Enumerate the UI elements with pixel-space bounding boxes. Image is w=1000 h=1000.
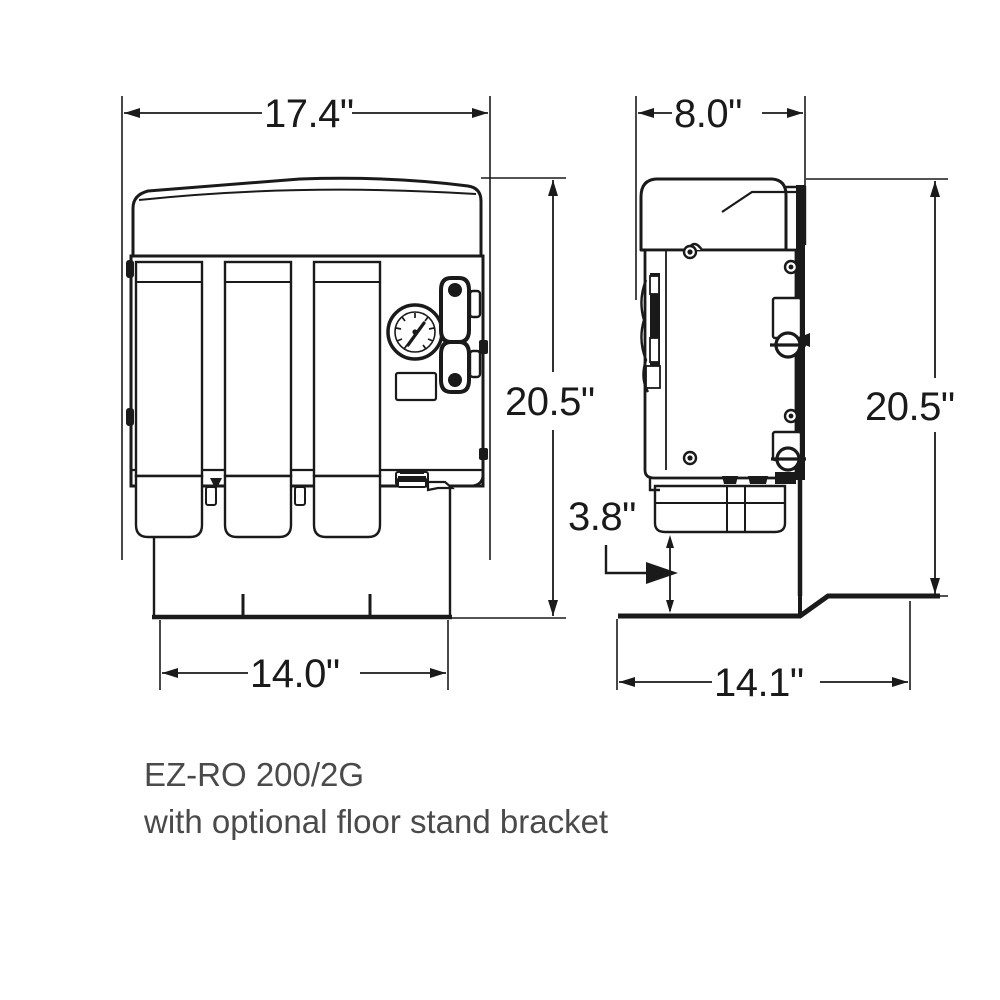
gauge-hub xyxy=(412,329,418,335)
side-top-cover xyxy=(639,177,788,252)
side-mounting-screw-bottom xyxy=(682,450,698,466)
dim-front-height: 20.5" xyxy=(505,380,595,424)
pressure-gauge xyxy=(386,303,444,361)
side-port-fitting-lower xyxy=(771,430,806,472)
front-drain-fitting xyxy=(395,470,455,492)
side-base-width-dimension: 14.1" xyxy=(616,601,911,705)
valve-handle-lower[interactable] xyxy=(439,340,471,394)
front-top-cover xyxy=(131,176,483,258)
valve-handle-upper[interactable] xyxy=(439,276,471,344)
dim-front-base-width: 14.0" xyxy=(250,652,340,696)
side-cover-seam xyxy=(721,190,805,213)
side-port-fitting-upper xyxy=(770,296,810,359)
canister-bottom-fittings xyxy=(205,478,306,506)
clearance-leader-line xyxy=(604,545,650,575)
side-width-dimension-line xyxy=(638,108,803,118)
side-latch-clip xyxy=(640,273,661,393)
front-right-clip-upper xyxy=(479,340,488,354)
dim-front-width: 17.4" xyxy=(264,92,354,136)
side-screw-lower-right xyxy=(783,408,799,424)
side-bottom-housings xyxy=(648,472,796,534)
gauge-tick-marks xyxy=(395,313,435,350)
caption-block: EZ-RO 200/2G with optional floor stand b… xyxy=(143,756,608,840)
caption-line-2: with optional floor stand bracket xyxy=(143,803,608,840)
side-screw-upper-right xyxy=(783,259,799,275)
front-left-clip-upper xyxy=(126,260,134,278)
front-cover-seam xyxy=(138,188,477,201)
side-width-extension-lines xyxy=(635,96,806,300)
side-clearance-dimension: 3.8" xyxy=(568,495,678,613)
clearance-leader-arrow xyxy=(646,562,678,584)
filter-canister-3 xyxy=(312,260,382,539)
front-width-dimension-line xyxy=(124,108,488,118)
dim-side-width: 8.0" xyxy=(674,92,742,136)
front-left-clip-lower xyxy=(126,408,134,426)
filter-canister-2 xyxy=(223,260,293,539)
valve-port-upper xyxy=(468,289,482,319)
front-width-extension-lines xyxy=(121,96,491,560)
caption-line-1: EZ-RO 200/2G xyxy=(144,756,364,793)
side-height-dimension: 20.5" xyxy=(806,178,955,597)
dim-side-clearance: 3.8" xyxy=(568,495,636,539)
side-elevation-view: 8.0" xyxy=(568,92,955,705)
dim-side-height: 20.5" xyxy=(865,385,955,429)
front-base-width-dimension: 14.0" xyxy=(159,620,449,696)
front-label-plate xyxy=(394,371,438,402)
front-body-bottom-right-corner xyxy=(408,473,485,488)
dim-side-base-width: 14.1" xyxy=(714,661,804,705)
filter-canister-1 xyxy=(134,260,204,539)
valve-port-lower xyxy=(468,349,482,379)
front-right-clip-lower xyxy=(479,448,488,460)
front-floor-stand-bracket xyxy=(152,486,452,620)
front-height-dimension: 20.5" xyxy=(452,177,595,619)
side-mounting-screw-top xyxy=(682,244,698,260)
front-elevation-view: 17.4" xyxy=(121,92,595,696)
